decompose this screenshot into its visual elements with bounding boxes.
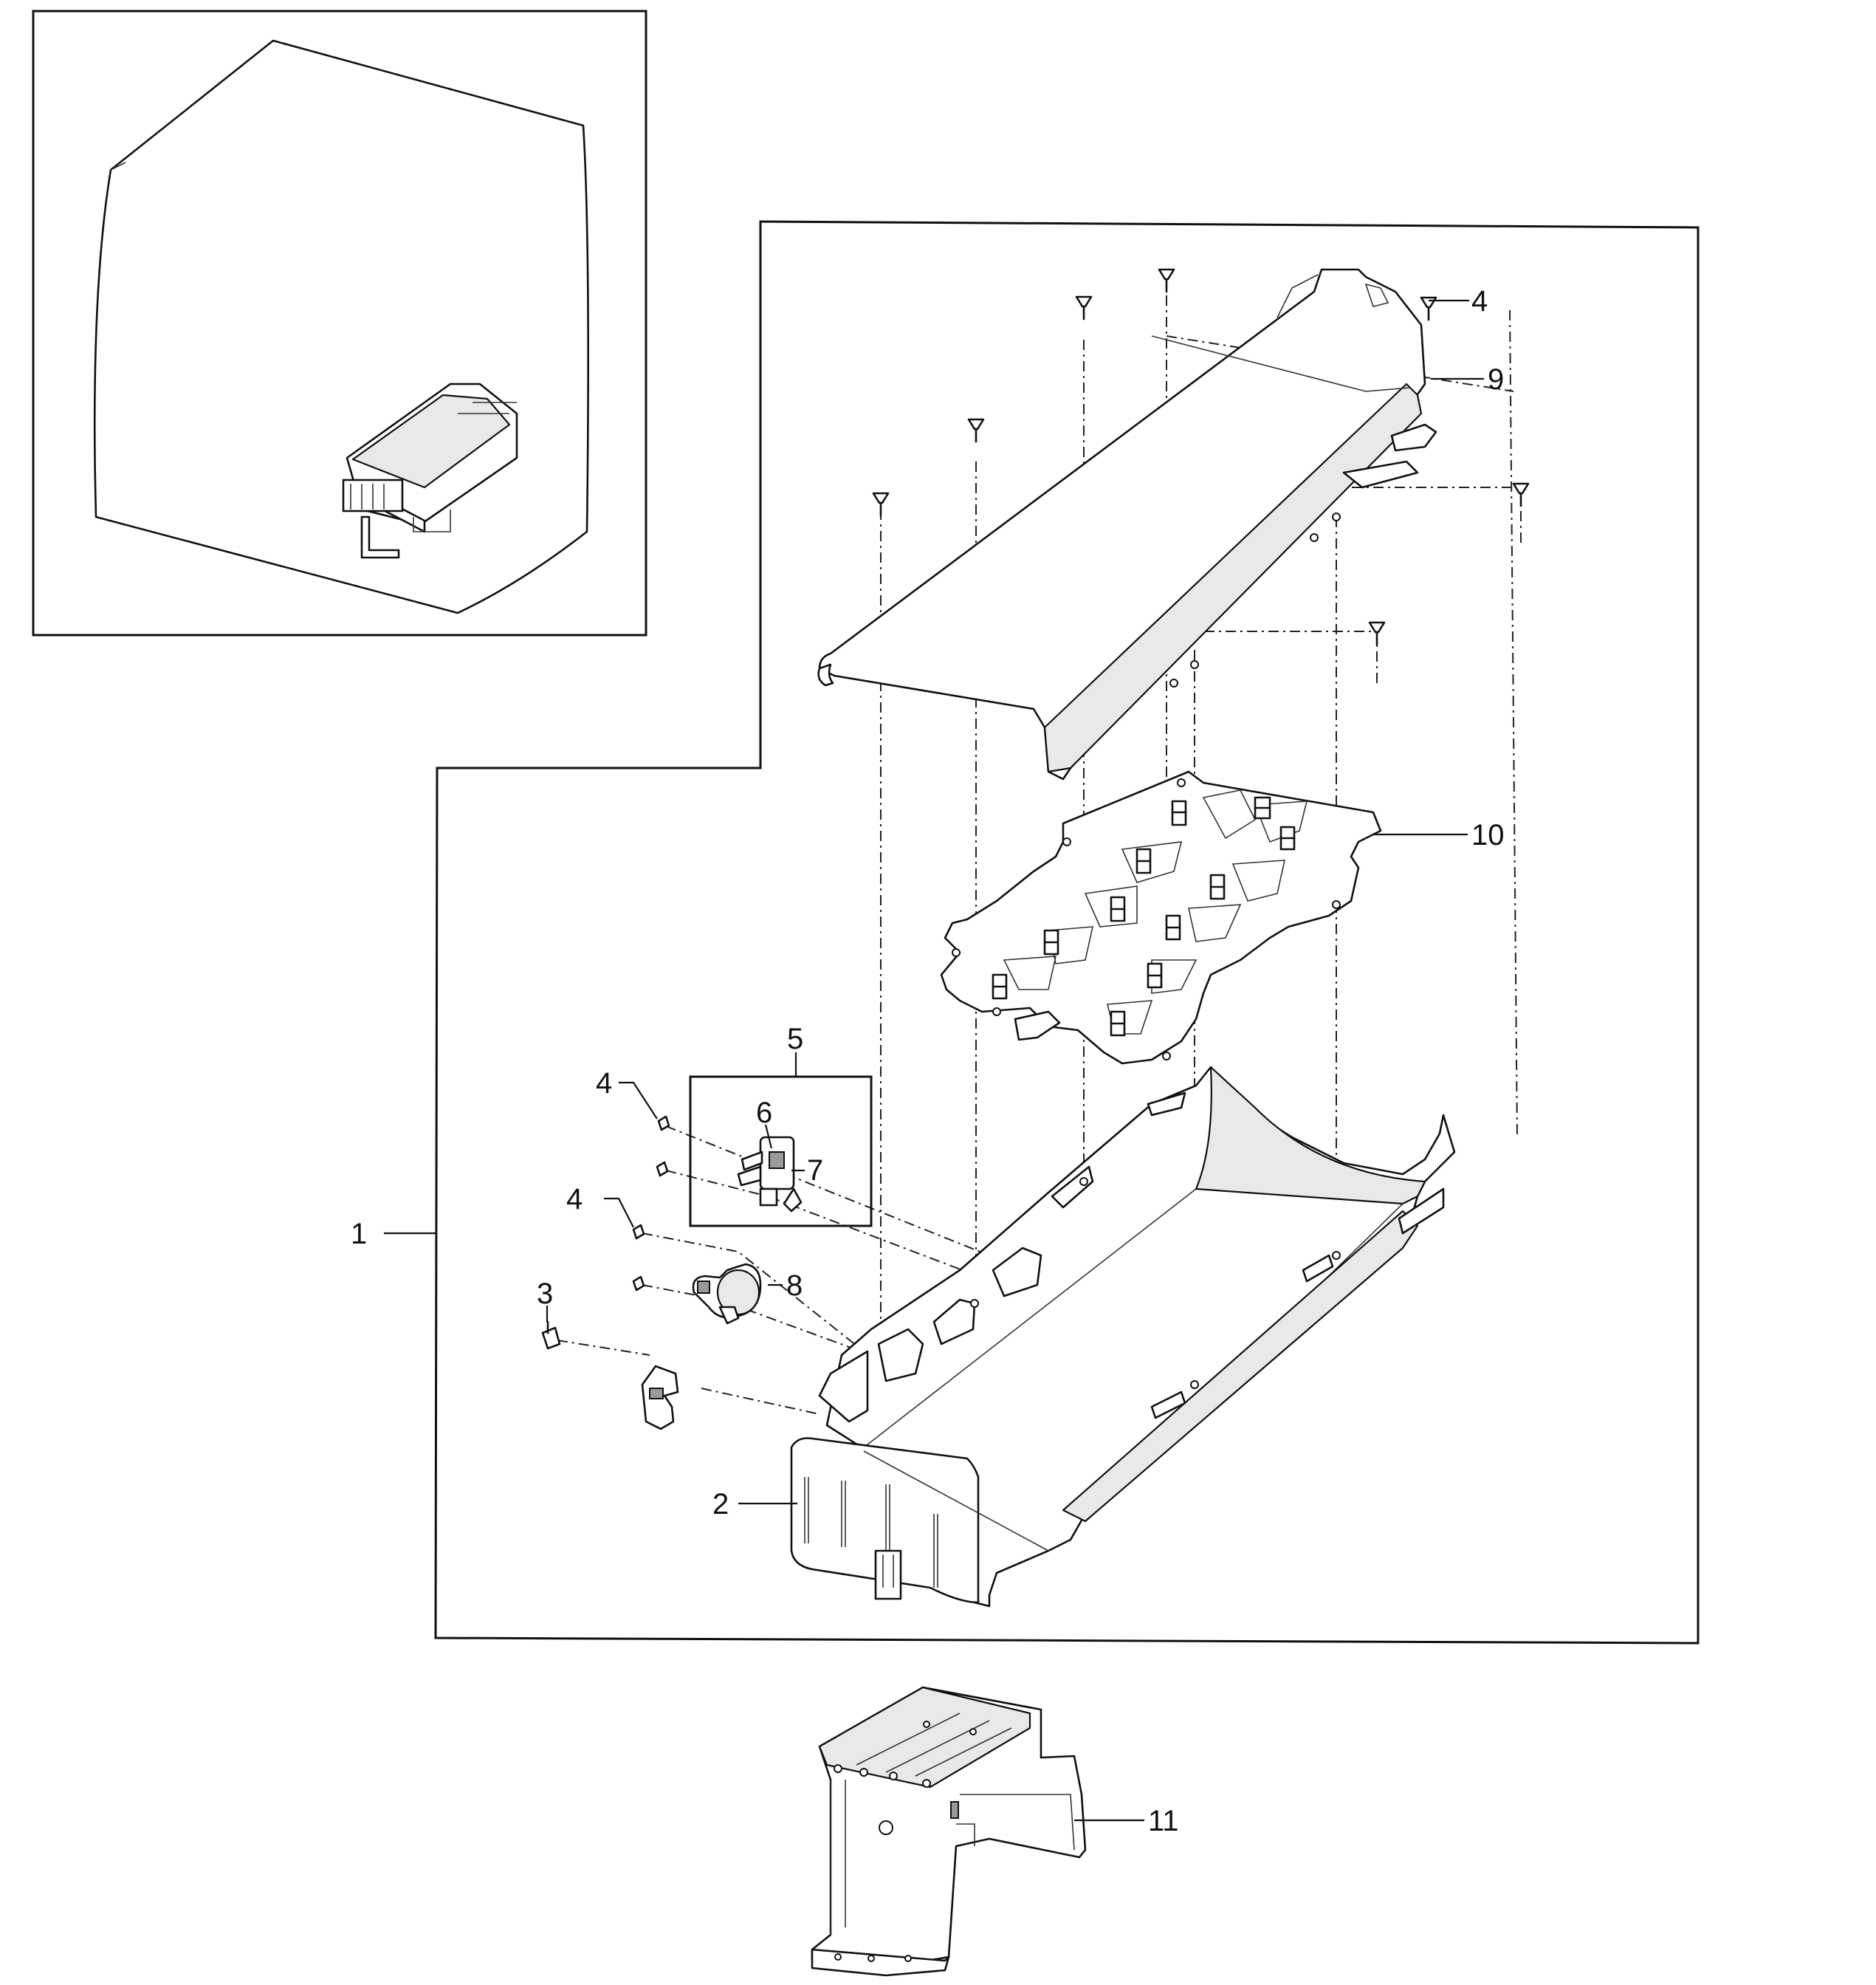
callout-8: 8 (786, 1269, 803, 1302)
callout-6: 6 (756, 1097, 772, 1129)
callout-2: 2 (712, 1488, 729, 1521)
callout-4-limit: 4 (566, 1183, 583, 1216)
heater-duct-part (790, 1066, 1456, 1608)
thermal-fuse-part (737, 1136, 803, 1213)
screw-icon (1158, 268, 1175, 293)
mounting-bracket-part (811, 1686, 1087, 1977)
callout-3: 3 (537, 1278, 553, 1310)
terminal-icon (1147, 962, 1163, 989)
terminal-icon (1209, 874, 1226, 900)
terminal-icon (1043, 929, 1059, 956)
terminal-icon (1279, 826, 1296, 851)
main-assembly-frame (434, 220, 1700, 1645)
screw-icon (657, 1115, 670, 1131)
hi-limit-thermostat-part (692, 1263, 762, 1325)
callout-11: 11 (1148, 1805, 1179, 1837)
screws (541, 268, 1530, 1350)
dryer-cabinet-outline (93, 39, 589, 614)
terminal-icon (1110, 896, 1126, 922)
terminal-icon (1110, 1010, 1126, 1037)
heater-plate-part (940, 770, 1382, 1065)
leader-lines (384, 299, 1484, 1822)
screw-icon (967, 418, 985, 443)
sub-assembly-box (689, 1075, 873, 1227)
terminal-icon (1254, 796, 1271, 820)
screw-icon (872, 492, 890, 517)
screw-icon (1512, 482, 1530, 507)
callout-10: 10 (1471, 819, 1505, 851)
screw-icon (656, 1161, 669, 1177)
callout-5: 5 (787, 1023, 803, 1055)
screw-icon (541, 1320, 561, 1350)
terminal-icon (1135, 848, 1152, 874)
screw-icon (1368, 621, 1386, 646)
inset-heater-assembly (342, 383, 518, 559)
inset-frame (32, 10, 647, 637)
callout-1: 1 (351, 1218, 367, 1250)
callout-4-thermostat: 4 (596, 1067, 612, 1100)
bracket-part (641, 1365, 679, 1430)
location-inset (32, 10, 647, 637)
callouts: 1 2 3 4 4 4 5 6 7 8 9 10 11 (351, 285, 1505, 1837)
callout-9: 9 (1488, 363, 1504, 396)
terminal-icon (992, 973, 1008, 1000)
screw-icon (632, 1224, 645, 1240)
screw-icon (1075, 295, 1093, 320)
top-cover-part (817, 268, 1437, 781)
callout-4-cover: 4 (1471, 285, 1488, 318)
callout-7: 7 (807, 1154, 823, 1187)
terminal-icon (1171, 800, 1187, 826)
screw-icon (632, 1275, 645, 1292)
terminal-icon (1165, 914, 1181, 941)
